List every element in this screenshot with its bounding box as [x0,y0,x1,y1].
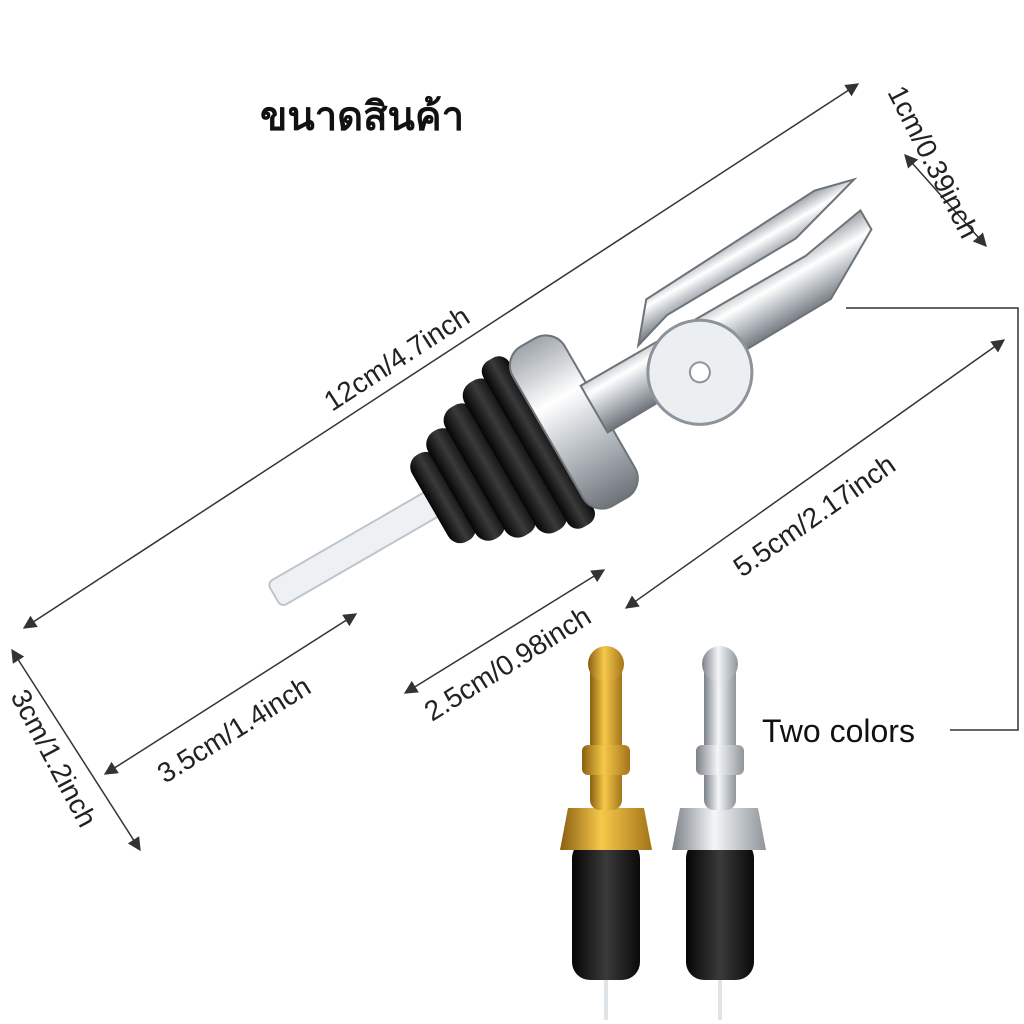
main-pourer [268,177,873,606]
gold-spout [590,660,622,810]
cork-diameter-line [11,648,141,852]
two-colors-label: Two colors [762,713,915,749]
gold-collar [560,808,652,850]
metal-length-label: 5.5cm/2.17inch [728,449,901,583]
clear-tube [268,484,454,606]
total-length-line [22,83,860,629]
silver-collar [672,808,766,850]
metal-length-line [624,339,1006,609]
tube-length-line [103,613,358,775]
cork-length-label: 2.5cm/0.98inch [419,600,596,727]
silver-pourer [672,646,766,1020]
spout-width-line [904,153,987,248]
total-length-label: 12cm/4.7inch [318,300,475,417]
silver-spout [704,660,736,810]
callout-line [846,307,1019,731]
cork-diameter-label: 3cm/1.2inch [5,684,103,832]
cork-length-line [403,569,606,694]
gold-cork [572,840,640,980]
diagram-title: ขนาดสินค้า [260,93,464,140]
dimension-lines [11,83,1019,852]
silver-cork [686,840,754,980]
tube-length-label: 3.5cm/1.4inch [152,670,316,789]
spout-width-label: 1cm/0.39inch [882,81,985,243]
gold-pourer [560,646,652,1020]
